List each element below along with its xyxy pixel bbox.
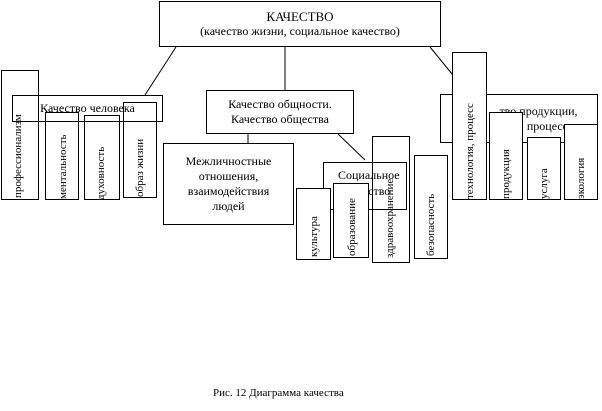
- human-item-box-lifestyle: [123, 102, 157, 198]
- human-item-mentality: ментальность: [57, 134, 69, 199]
- human-item-lifestyle: образ жизни: [134, 138, 146, 197]
- community-item-box-education: [333, 183, 369, 258]
- human-quality-label: Качество человека: [40, 101, 135, 115]
- community-item-box-culture: [296, 188, 331, 260]
- community-quality-box: Качество общности. Качество общества: [206, 90, 354, 134]
- product-item-box-production: [489, 112, 523, 200]
- community-item-education: образование: [346, 198, 358, 256]
- relations-line2: отношения,: [198, 169, 259, 183]
- human-item-box-mentality: [45, 112, 79, 200]
- relations-line3: взаимодействия: [187, 184, 270, 198]
- root-subtitle: (качество жизни, социальное качество): [200, 24, 400, 38]
- community-item-safety: безопасность: [425, 193, 437, 256]
- human-item-professionalism: профессионализм: [12, 114, 24, 198]
- community-item-culture: культура: [308, 216, 320, 257]
- community-line1: Качество общности.: [228, 97, 332, 111]
- social-quality-line1: Социальное: [338, 168, 400, 182]
- human-item-box-spirituality: [84, 115, 120, 200]
- product-item-box-service: [527, 137, 561, 200]
- relations-box: Межличностные отношения, взаимодействия …: [163, 143, 294, 225]
- quality-root-box: КАЧЕСТВО (качество жизни, социальное кач…: [159, 1, 441, 47]
- root-title: КАЧЕСТВО: [266, 9, 334, 24]
- community-item-healthcare: здравоохранение: [384, 178, 396, 258]
- community-line2: Качество общества: [231, 112, 329, 126]
- human-item-box-professionalism: [1, 70, 39, 200]
- community-item-box-safety: [414, 155, 448, 259]
- human-item-spirituality: духовность: [95, 146, 107, 200]
- product-item-box-ecology: [564, 124, 598, 200]
- relations-line1: Межличностные: [185, 154, 272, 168]
- human-quality-box: Качество человека: [12, 95, 163, 122]
- product-item-service: услуга: [538, 168, 550, 199]
- product-item-ecology: экология: [575, 157, 587, 199]
- product-item-production: продукция: [500, 149, 512, 199]
- relations-line4: людей: [212, 199, 245, 213]
- figure-caption: Рис. 12 Диаграмма качества: [213, 387, 344, 399]
- community-item-box-healthcare: [372, 136, 410, 263]
- product-item-box-technology: [452, 52, 487, 200]
- product-item-technology: технология, процесс: [464, 103, 476, 199]
